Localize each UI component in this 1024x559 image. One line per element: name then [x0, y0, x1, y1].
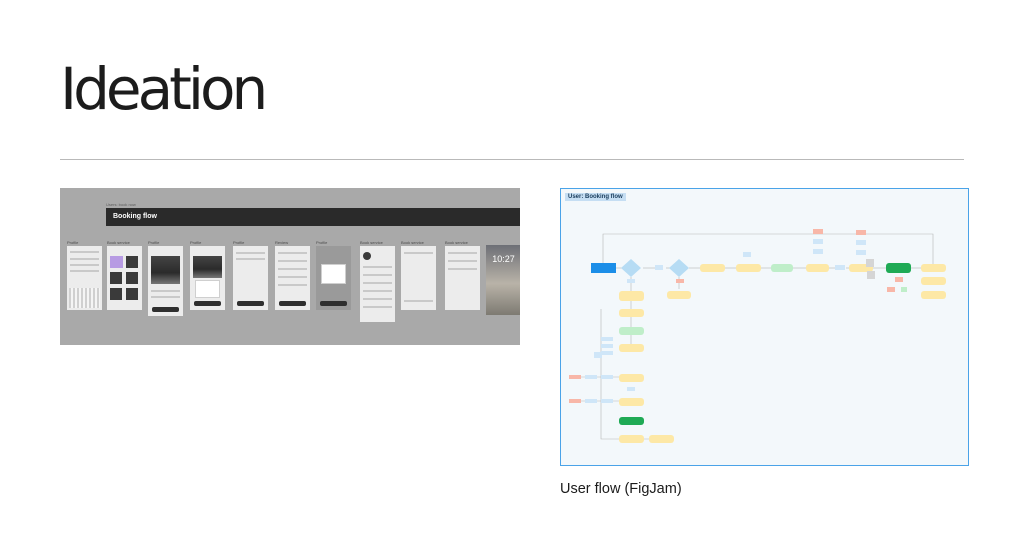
wireframe-board[interactable]: Users: book now Booking flow Profile Boo…	[60, 188, 520, 345]
wireframe-phone[interactable]	[360, 246, 395, 322]
flow-banner: Booking flow	[106, 208, 520, 226]
wireframe-phone[interactable]: 10:27	[486, 245, 520, 315]
frame-label: Profile	[148, 240, 160, 245]
wireframe-phone[interactable]	[148, 246, 183, 316]
page-title: Ideation	[60, 55, 268, 123]
wireframe-phone[interactable]	[67, 246, 102, 310]
figjam-caption: User flow (FigJam)	[560, 481, 682, 497]
figjam-board[interactable]: User: Booking flow	[560, 188, 969, 466]
title-divider	[60, 159, 964, 160]
lockscreen-clock: 10:27	[492, 254, 515, 264]
wireframe-phone[interactable]	[107, 246, 142, 310]
frame-label: Profile	[233, 240, 245, 245]
frame-label: Profile	[190, 240, 202, 245]
wireframe-phone[interactable]	[190, 246, 225, 310]
wireframe-phone[interactable]	[316, 246, 351, 310]
flow-tag: User: Booking flow	[565, 193, 626, 201]
wireframe-phone[interactable]	[445, 246, 480, 310]
banner-title: Booking flow	[113, 213, 157, 220]
section-label: Users: book now	[106, 202, 136, 207]
frame-label: Book service	[445, 240, 468, 245]
frame-label: Book service	[107, 240, 130, 245]
frame-label: Review	[275, 240, 289, 245]
wireframe-phone[interactable]	[233, 246, 268, 310]
frame-label: Book service	[360, 240, 383, 245]
wireframe-phone[interactable]	[401, 246, 436, 310]
frame-label: Profile	[67, 240, 79, 245]
wireframe-phone[interactable]	[275, 246, 310, 310]
flow-diagram	[569, 229, 946, 443]
frame-label: Book service	[401, 240, 424, 245]
frame-label: Profile	[316, 240, 328, 245]
